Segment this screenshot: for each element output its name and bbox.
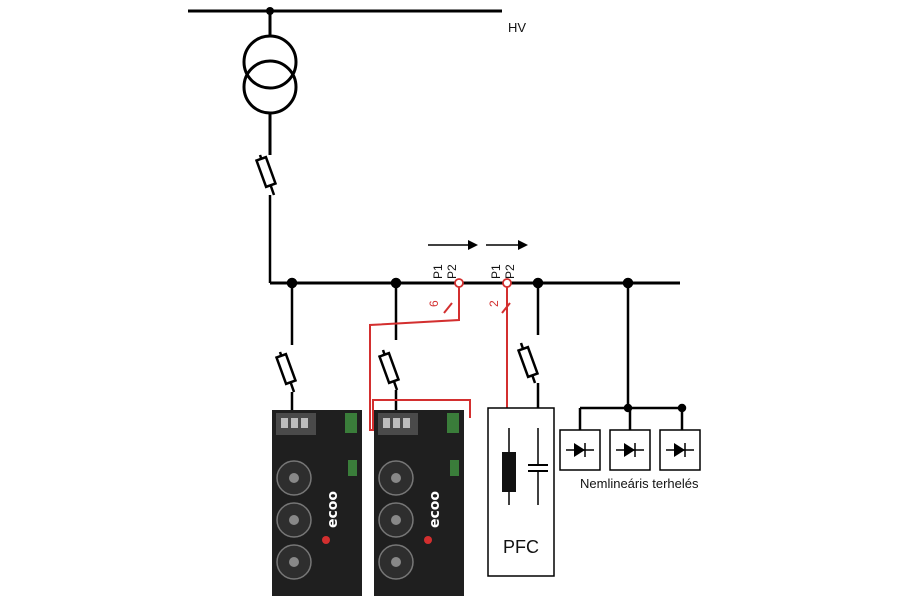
measurement-point-1: P1 P2 [428, 240, 478, 288]
nonlinear-load-1 [559, 429, 601, 471]
filter-unit-1-logo: ecoo [325, 491, 341, 528]
feeder-1 [274, 277, 298, 410]
p2-label-1: P2 [445, 264, 459, 279]
filter-unit-2 [374, 410, 464, 596]
transformer-symbol [242, 11, 298, 155]
cable-count-2: 2 [487, 300, 501, 307]
hv-label: HV [508, 20, 526, 35]
p2-label-2: P2 [503, 264, 517, 279]
nonlinear-load-2 [609, 429, 651, 471]
main-fuse-switch [254, 154, 278, 283]
pfc-cabinet [487, 407, 555, 577]
nonlinear-load-3 [659, 429, 701, 471]
load-feeder [578, 277, 687, 430]
pfc-label: PFC [503, 537, 539, 557]
filter-unit-1 [272, 410, 362, 596]
p1-label-1: P1 [431, 264, 445, 279]
feeder-2 [377, 277, 402, 410]
cable-count-1: 6 [427, 300, 441, 307]
measurement-cable-2 [501, 287, 511, 408]
measurement-point-2: P1 P2 [486, 240, 528, 288]
measurement-cable-1 [369, 287, 471, 431]
nonlinear-loads-label: Nemlineáris terhelés [580, 476, 699, 491]
filter-unit-2-logo: ecoo [427, 491, 443, 528]
feeder-3 [516, 277, 544, 428]
p1-label-2: P1 [489, 264, 503, 279]
